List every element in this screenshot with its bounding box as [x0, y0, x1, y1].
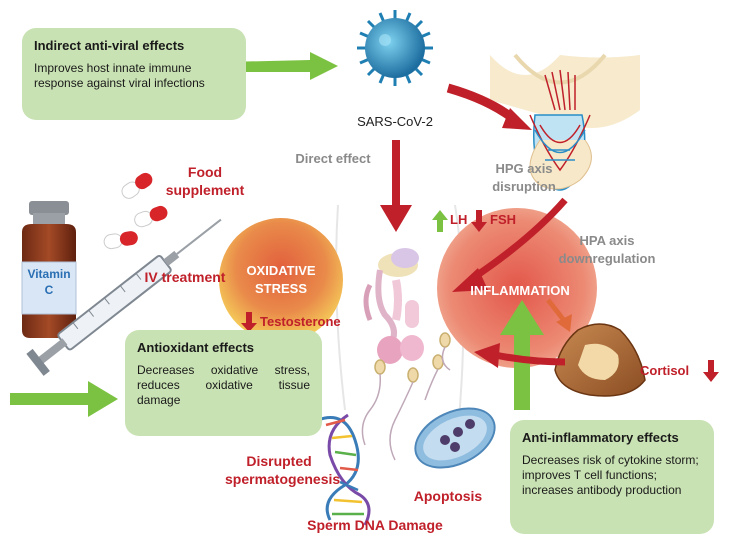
antioxidant-text: Decreases oxidative stress, reduces oxid…	[137, 363, 310, 407]
hypothalamus-pituitary-icon	[490, 53, 640, 191]
oxidative-stress-label: OXIDATIVE STRESS	[246, 263, 316, 296]
direct-effect-label: Direct effect	[295, 151, 371, 166]
vitamin-c-label: Vitamin C	[27, 267, 71, 297]
virus-icon	[357, 10, 433, 86]
anti-inflammatory-text: Decreases risk of cytokine storm; improv…	[522, 453, 699, 497]
indirect-antiviral-text: Improves host innate immune response aga…	[34, 61, 205, 90]
mitochondrion-icon	[414, 407, 496, 469]
hpa-axis-label: HPA axis downregulation	[558, 233, 656, 266]
testosterone-label: Testosterone	[260, 314, 341, 329]
anti-inflammatory-title: Anti-inflammatory effects	[522, 430, 679, 445]
reproductive-organs-icon	[363, 248, 424, 364]
red-arrow-cortisol-to-inflammation	[494, 351, 566, 366]
inflammation-label: INFLAMMATION	[470, 283, 570, 298]
fsh-label: FSH	[490, 212, 516, 227]
apoptosis-label: Apoptosis	[413, 488, 483, 504]
antioxidant-box: Antioxidant effects Decreases oxidative …	[125, 330, 322, 436]
green-arrow-to-virus	[225, 52, 338, 80]
antioxidant-title: Antioxidant effects	[137, 340, 255, 355]
lh-up-arrow	[432, 210, 448, 232]
iv-treatment-label: IV treatment	[144, 269, 226, 285]
hpg-axis-label: HPG axis disruption	[492, 161, 556, 194]
indirect-antiviral-box: Indirect anti-viral effects Improves hos…	[22, 28, 246, 120]
adrenal-gland-icon	[554, 323, 646, 397]
virus-label: SARS-CoV-2	[357, 114, 433, 129]
cortisol-down-arrow	[703, 360, 719, 382]
anti-inflammatory-box: Anti-inflammatory effects Decreases risk…	[510, 420, 714, 534]
red-arrow-hpg-to-inflammation	[468, 197, 568, 283]
fsh-down-arrow	[471, 210, 487, 232]
food-supplement-label: Food supplement	[165, 164, 245, 198]
indirect-antiviral-title: Indirect anti-viral effects	[34, 38, 185, 53]
inflammation-circle	[437, 208, 597, 368]
oxidative-stress-circle	[219, 218, 343, 342]
sperm-dna-damage-label: Sperm DNA Damage	[307, 517, 443, 533]
sperm-cells-icon	[361, 332, 451, 461]
syringe-icon	[26, 218, 222, 376]
green-arrow-up	[500, 300, 544, 410]
green-arrow-to-antioxidant	[10, 381, 118, 417]
pills-icon	[103, 172, 168, 250]
disrupted-spermatogenesis-label: Disrupted spermatogenesis	[225, 453, 341, 487]
vitamin-c-vial-icon	[21, 201, 77, 338]
dna-helix-icon	[317, 413, 371, 526]
cortisol-label: Cortisol	[640, 363, 690, 378]
red-arrow-direct-effect	[380, 140, 412, 232]
lh-label: LH	[450, 212, 468, 227]
testosterone-down-arrow	[241, 312, 257, 332]
